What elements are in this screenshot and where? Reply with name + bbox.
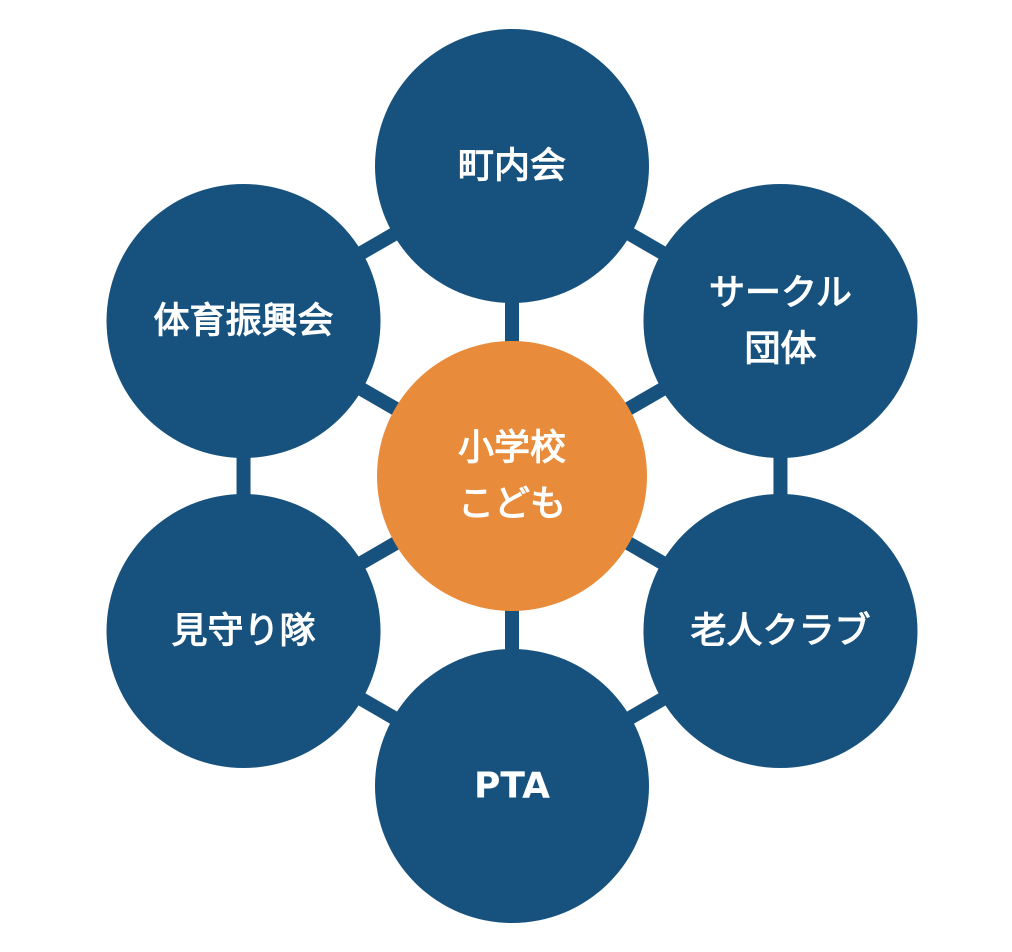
node-taiiku-label-1: 体育振興会 [154, 301, 334, 342]
node-chonaikai-label-1: 町内会 [458, 146, 566, 187]
node-pta-label-1: PTA [474, 766, 550, 807]
node-roujin [643, 494, 918, 768]
node-taiiku [106, 184, 381, 458]
center-node-label-2: こども [458, 484, 566, 525]
node-circle-label-2: 団体 [744, 329, 816, 370]
node-mimamori [106, 494, 381, 768]
node-pta [375, 649, 649, 923]
node-roujin-label-1: 老人クラブ [690, 610, 870, 652]
node-mimamori-label-1: 見守り隊 [172, 611, 316, 652]
center-node [377, 341, 647, 611]
node-chonaikai [375, 29, 649, 303]
node-circle-label-1: サークル [709, 273, 852, 314]
node-circle [643, 184, 918, 458]
center-node-label-1: 小学校 [458, 427, 566, 469]
